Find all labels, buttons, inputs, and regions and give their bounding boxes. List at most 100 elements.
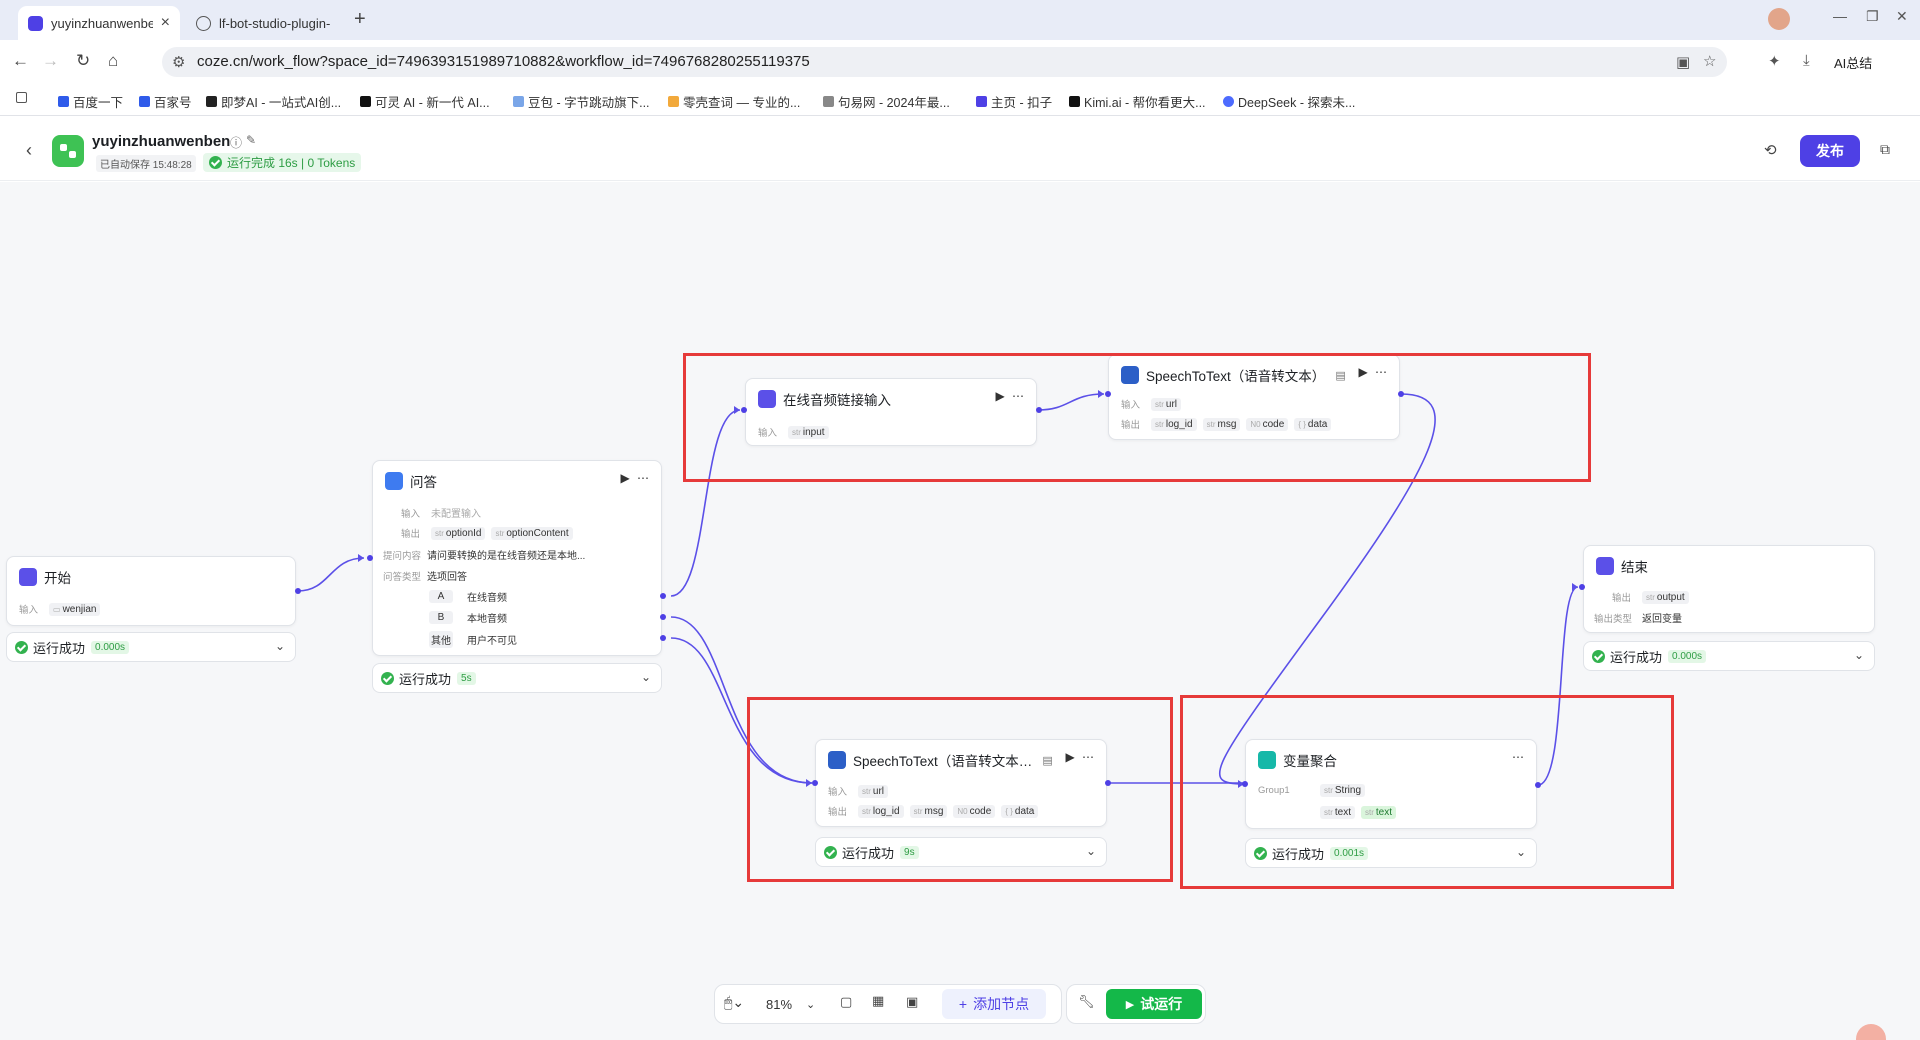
- site-info-icon[interactable]: ⚙: [172, 54, 186, 71]
- field-label: 输入: [1121, 400, 1141, 411]
- input-port[interactable]: [741, 407, 747, 413]
- edge-qa-stt2-other: [670, 637, 813, 784]
- wrench-icon[interactable]: 🔧︎: [1078, 994, 1095, 1009]
- output-port-other[interactable]: [660, 635, 666, 641]
- publish-button[interactable]: 发布: [1800, 135, 1860, 167]
- edit-icon[interactable]: ✎: [246, 133, 257, 147]
- output-port-b[interactable]: [660, 614, 666, 620]
- tab-workflow[interactable]: yuyinzhuanwenben ×: [18, 6, 180, 40]
- home-icon[interactable]: ⌂: [108, 51, 119, 70]
- assistant-avatar[interactable]: [1856, 1024, 1886, 1040]
- zoom-select[interactable]: 81%⌄: [760, 991, 826, 1017]
- node-start[interactable]: 开始 输入▭wenjian: [6, 556, 296, 626]
- bookmark-item[interactable]: 豆包 - 字节跳动旗下...: [513, 92, 650, 111]
- run-status-text: 运行完成 16s | 0 Tokens: [227, 156, 356, 170]
- info-icon[interactable]: ⓘ: [230, 136, 243, 150]
- reload-icon[interactable]: ↻: [76, 51, 91, 70]
- bookmark-label: 零壳查词 — 专业的...: [683, 96, 801, 110]
- restore-icon[interactable]: ❐: [1866, 8, 1879, 24]
- minimap-icon[interactable]: ▣: [906, 994, 919, 1009]
- input-port[interactable]: [1242, 781, 1248, 787]
- globe-icon: [196, 15, 211, 31]
- question-text: 请问要转换的是在线音频还是本地...: [427, 551, 586, 562]
- add-node-button[interactable]: +添加节点: [942, 989, 1046, 1019]
- extensions-icon[interactable]: ✦: [1768, 53, 1781, 70]
- chevron-down-icon: ⌄: [806, 998, 816, 1011]
- star-icon[interactable]: ☆: [1703, 53, 1717, 70]
- output-port[interactable]: [1398, 391, 1404, 397]
- status-text: 运行成功: [399, 671, 452, 687]
- node-actions[interactable]: ▶ ⋯: [1065, 750, 1096, 764]
- history-icon[interactable]: ⟲: [1764, 142, 1777, 159]
- output-port-a[interactable]: [660, 593, 666, 599]
- chevron-down-icon[interactable]: ⌄: [640, 670, 651, 684]
- avatar[interactable]: [1768, 8, 1790, 30]
- status-text: 运行成功: [33, 640, 86, 656]
- bookmark-item[interactable]: 主页 - 扣子: [976, 92, 1052, 111]
- forward-icon[interactable]: →: [42, 51, 59, 70]
- chevron-down-icon[interactable]: ⌄: [1085, 844, 1096, 858]
- close-window-icon[interactable]: ✕: [1896, 8, 1908, 24]
- chip-text: String: [1334, 785, 1362, 796]
- copy-icon[interactable]: ⧉: [1880, 141, 1890, 157]
- chevron-down-icon[interactable]: ⌄: [1853, 648, 1864, 662]
- input-port[interactable]: [367, 555, 373, 561]
- bookmark-item[interactable]: 即梦AI - 一站式AI创...: [206, 92, 341, 111]
- field-label: 输出: [1121, 420, 1141, 431]
- try-run-button[interactable]: ▶试运行: [1106, 989, 1202, 1019]
- comment-icon[interactable]: ▢: [840, 994, 853, 1009]
- bookmark-item[interactable]: 百家号: [139, 92, 192, 111]
- more-icon[interactable]: ⋯: [1512, 750, 1526, 764]
- url-box[interactable]: [162, 47, 1727, 77]
- download-icon[interactable]: ⤓: [1803, 52, 1810, 69]
- url-text[interactable]: coze.cn/work_flow?space_id=7496393151989…: [197, 53, 810, 70]
- minimize-icon[interactable]: —: [1833, 8, 1847, 24]
- bookmark-item[interactable]: 句易网 - 2024年最...: [823, 92, 950, 111]
- chevron-down-icon[interactable]: ⌄: [274, 639, 285, 653]
- output-port[interactable]: [1036, 407, 1042, 413]
- output-port[interactable]: [1535, 782, 1541, 788]
- group-label: Group1: [1258, 785, 1290, 796]
- bookmark-item[interactable]: 零壳查词 — 专业的...: [668, 92, 800, 111]
- input-port[interactable]: [1105, 391, 1111, 397]
- ai-summary-button[interactable]: AI总结: [1834, 53, 1872, 72]
- tab-title: lf-bot-studio-plugin-: [219, 15, 331, 31]
- chevron-down-icon[interactable]: ⌄: [1515, 845, 1526, 859]
- back-icon[interactable]: ←: [12, 51, 29, 70]
- bookmarks-icon[interactable]: [16, 92, 31, 103]
- bookmark-item[interactable]: DeepSeek - 探索未...: [1223, 92, 1355, 111]
- layout-icon[interactable]: ▦: [872, 993, 885, 1008]
- output-port[interactable]: [1105, 780, 1111, 786]
- input-port[interactable]: [812, 780, 818, 786]
- node-actions[interactable]: ▶ ⋯: [1358, 365, 1389, 379]
- chip-text: optionId: [445, 527, 482, 539]
- bookmark-item[interactable]: Kimi.ai - 帮你看更大...: [1069, 92, 1206, 111]
- node-actions[interactable]: ▶ ⋯: [995, 389, 1026, 403]
- output-port[interactable]: [295, 588, 301, 594]
- back-arrow-icon[interactable]: ‹: [26, 140, 32, 160]
- doc-icon[interactable]: ▤: [1042, 754, 1053, 767]
- new-tab-icon[interactable]: +: [354, 8, 366, 30]
- bookmark-item[interactable]: 可灵 AI - 新一代 AI...: [360, 92, 490, 111]
- input-port[interactable]: [1579, 584, 1585, 590]
- bookmark-item[interactable]: 百度一下: [58, 92, 123, 111]
- tab-plugin[interactable]: lf-bot-studio-plugin-: [186, 6, 346, 40]
- node-actions[interactable]: ▶ ⋯: [620, 471, 651, 485]
- share-icon[interactable]: ▣: [1676, 54, 1691, 71]
- pointer-mode-icon[interactable]: 🖱︎⌄: [724, 994, 745, 1010]
- doc-icon[interactable]: ▤: [1335, 369, 1346, 382]
- close-icon[interactable]: ×: [160, 14, 170, 31]
- type-tag: N0: [1250, 419, 1261, 429]
